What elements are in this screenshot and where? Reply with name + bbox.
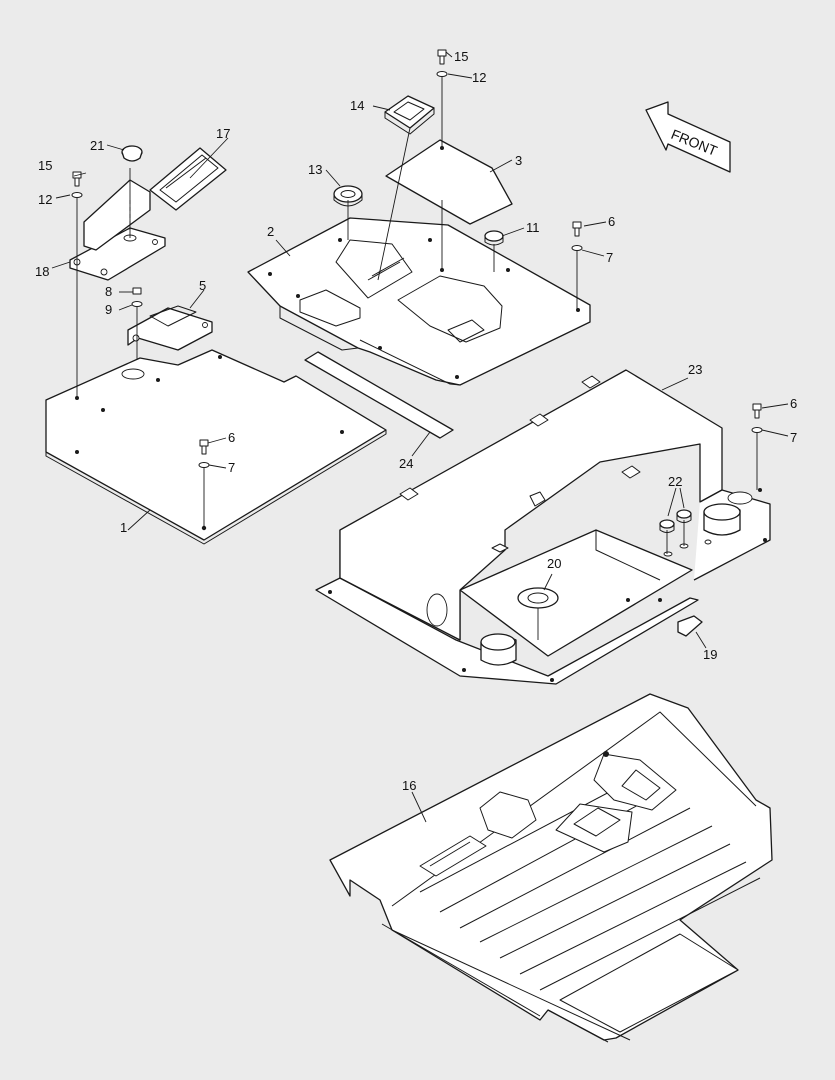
callout-13: 13 — [308, 162, 322, 177]
callout-15-top: 15 — [454, 49, 468, 64]
callout-3: 3 — [515, 153, 522, 168]
cab-frame — [315, 369, 771, 685]
callout-22: 22 — [668, 474, 682, 489]
callout-11: 11 — [526, 220, 540, 235]
callout-18: 18 — [35, 264, 49, 279]
callout-17: 17 — [216, 126, 230, 141]
small-grommets — [659, 509, 712, 557]
fasteners — [71, 49, 763, 640]
callout-labels: 1 2 3 5 6 6 6 7 7 7 8 9 11 12 12 13 14 1… — [35, 49, 797, 793]
bracket — [127, 305, 213, 351]
callout-14: 14 — [350, 98, 364, 113]
callout-21: 21 — [90, 138, 104, 153]
callout-16: 16 — [402, 778, 416, 793]
callout-20: 20 — [547, 556, 561, 571]
callout-12-top: 12 — [472, 70, 486, 85]
mounting-bracket — [69, 179, 166, 281]
seal-strip — [304, 351, 454, 439]
callout-8: 8 — [105, 284, 112, 299]
callout-6-floor: 6 — [228, 430, 235, 445]
callout-9: 9 — [105, 302, 112, 317]
callout-1: 1 — [120, 520, 127, 535]
cap-knob — [121, 145, 143, 162]
callout-7-floor: 7 — [228, 460, 235, 475]
callout-7-upper: 7 — [606, 250, 613, 265]
upper-floor-plate — [247, 217, 591, 386]
callout-6-upper: 6 — [608, 214, 615, 229]
floor-mat — [329, 693, 773, 1043]
square-grommet — [384, 95, 435, 135]
callout-7-frame: 7 — [790, 430, 797, 445]
front-arrow-icon: FRONT — [645, 101, 731, 173]
callout-23: 23 — [688, 362, 702, 377]
small-block — [677, 615, 703, 637]
round-grommet — [484, 230, 504, 246]
callout-6-frame: 6 — [790, 396, 797, 411]
callout-15-left: 15 — [38, 158, 52, 173]
callout-leaders — [51, 51, 789, 823]
callout-19: 19 — [703, 647, 717, 662]
oval-grommet-frame — [517, 587, 559, 609]
rubber-pad — [149, 147, 227, 211]
callout-12-left: 12 — [38, 192, 52, 207]
callout-24: 24 — [399, 456, 413, 471]
floor-plate-left — [45, 349, 387, 545]
callout-5: 5 — [199, 278, 206, 293]
callout-2: 2 — [267, 224, 274, 239]
